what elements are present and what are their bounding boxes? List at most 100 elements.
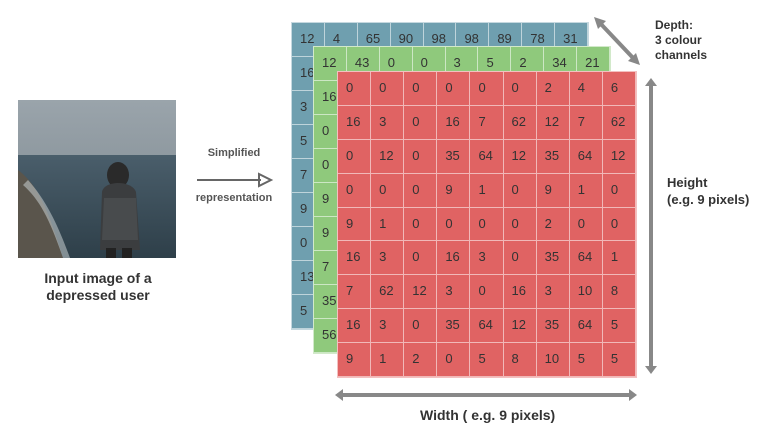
red-channel-cell: 1 [470, 173, 504, 208]
red-channel-cell: 6 [602, 72, 636, 106]
red-channel-cell: 64 [569, 139, 603, 174]
height-label: Height (e.g. 9 pixels) [667, 174, 749, 208]
red-channel-cell: 0 [503, 72, 537, 106]
red-channel-cell: 3 [371, 241, 405, 276]
red-channel-cell: 9 [437, 173, 471, 208]
red-channel-cell: 0 [503, 241, 537, 276]
red-channel-cell: 12 [503, 139, 537, 174]
red-channel-cell: 9 [338, 343, 372, 377]
width-arrow-icon [335, 389, 637, 401]
red-channel-cell: 0 [569, 207, 603, 242]
red-channel-cell: 1 [371, 207, 405, 242]
red-channel-cell: 62 [371, 275, 405, 310]
red-channel-cell: 0 [371, 72, 405, 106]
red-channel-cell: 3 [470, 241, 504, 276]
red-channel-cell: 9 [536, 173, 570, 208]
red-channel-cell: 0 [437, 343, 471, 377]
red-channel-cell: 35 [536, 309, 570, 344]
blue-channel-cell: 12 [292, 23, 325, 57]
red-channel-cell: 1 [371, 343, 405, 377]
right-arrow-icon [197, 172, 274, 188]
red-channel-cell: 35 [437, 139, 471, 174]
red-channel-cell: 35 [437, 309, 471, 344]
red-channel-cell: 0 [404, 105, 438, 140]
red-channel-cell: 16 [338, 309, 372, 344]
red-channel-cell: 9 [338, 207, 372, 242]
red-channel-cell: 12 [404, 275, 438, 310]
red-channel-cell: 35 [536, 241, 570, 276]
red-channel-cell: 0 [470, 275, 504, 310]
red-channel-cell: 64 [569, 241, 603, 276]
red-channel-cell: 0 [404, 139, 438, 174]
red-channel-cell: 0 [503, 207, 537, 242]
red-channel-cell: 2 [404, 343, 438, 377]
red-channel-cell: 16 [437, 241, 471, 276]
red-channel-cell: 0 [404, 72, 438, 106]
red-channel-cell: 8 [503, 343, 537, 377]
red-channel-cell: 0 [437, 72, 471, 106]
red-channel-cell: 7 [338, 275, 372, 310]
red-channel-cell: 12 [371, 139, 405, 174]
red-channel-cell: 0 [602, 207, 636, 242]
caption-line-2: depressed user [46, 287, 150, 303]
red-channel-cell: 1 [569, 173, 603, 208]
red-channel-cell: 0 [404, 207, 438, 242]
red-channel-cell: 0 [437, 207, 471, 242]
red-channel-cell: 64 [569, 309, 603, 344]
red-channel-cell: 16 [338, 241, 372, 276]
red-channel-cell: 3 [536, 275, 570, 310]
red-channel-cell: 0 [470, 207, 504, 242]
red-channel-cell: 3 [437, 275, 471, 310]
green-channel-cell: 12 [314, 47, 347, 81]
caption-line-1: Input image of a [44, 270, 152, 286]
red-channel-cell: 0 [338, 72, 372, 106]
red-channel-cell: 0 [404, 173, 438, 208]
depth-label: Depth: 3 colour channels [655, 18, 707, 63]
red-channel-cell: 16 [437, 105, 471, 140]
depressed-person-image [18, 100, 176, 258]
red-channel-cell: 12 [602, 139, 636, 174]
red-channel-cell: 5 [602, 309, 636, 344]
red-channel-cell: 64 [470, 139, 504, 174]
height-label-line-1: Height [667, 175, 708, 190]
red-channel-cell: 5 [470, 343, 504, 377]
depth-label-line-3: channels [655, 48, 708, 62]
red-channel-cell: 7 [470, 105, 504, 140]
red-channel-cell: 10 [569, 275, 603, 310]
red-channel-cell: 0 [470, 72, 504, 106]
red-channel-cell: 2 [536, 72, 570, 106]
height-arrow-icon [645, 78, 657, 374]
red-channel-cell: 0 [602, 173, 636, 208]
red-channel-cell: 0 [404, 309, 438, 344]
red-channel-cell: 3 [371, 309, 405, 344]
red-channel-cell: 12 [503, 309, 537, 344]
input-photo [18, 100, 176, 258]
red-channel-cell: 0 [404, 241, 438, 276]
red-channel-cell: 0 [338, 173, 372, 208]
depth-label-line-2: 3 colour [655, 33, 702, 47]
height-label-line-2: (e.g. 9 pixels) [667, 192, 750, 207]
red-channel-cell: 8 [602, 275, 636, 310]
arrow-label-bottom: representation [195, 192, 273, 204]
red-channel-cell: 5 [602, 343, 636, 377]
red-channel-cell: 16 [338, 105, 372, 140]
red-channel-cell: 0 [503, 173, 537, 208]
red-channel-cell: 12 [536, 105, 570, 140]
red-channel-cell: 0 [338, 139, 372, 174]
red-channel-cell: 2 [536, 207, 570, 242]
arrow-label-top: Simplified [207, 147, 261, 159]
red-channel-cell: 0 [371, 173, 405, 208]
image-caption: Input image of a depressed user [10, 270, 186, 304]
red-channel-cell: 4 [569, 72, 603, 106]
red-channel-cell: 7 [569, 105, 603, 140]
red-channel-cell: 10 [536, 343, 570, 377]
red-channel-cell: 5 [569, 343, 603, 377]
red-channel-cell: 1 [602, 241, 636, 276]
width-label: Width ( e.g. 9 pixels) [420, 407, 556, 423]
red-channel-cell: 16 [503, 275, 537, 310]
red-channel-cell: 62 [503, 105, 537, 140]
depth-arrow-icon [594, 17, 640, 65]
red-channel-cell: 3 [371, 105, 405, 140]
red-channel-cell: 35 [536, 139, 570, 174]
